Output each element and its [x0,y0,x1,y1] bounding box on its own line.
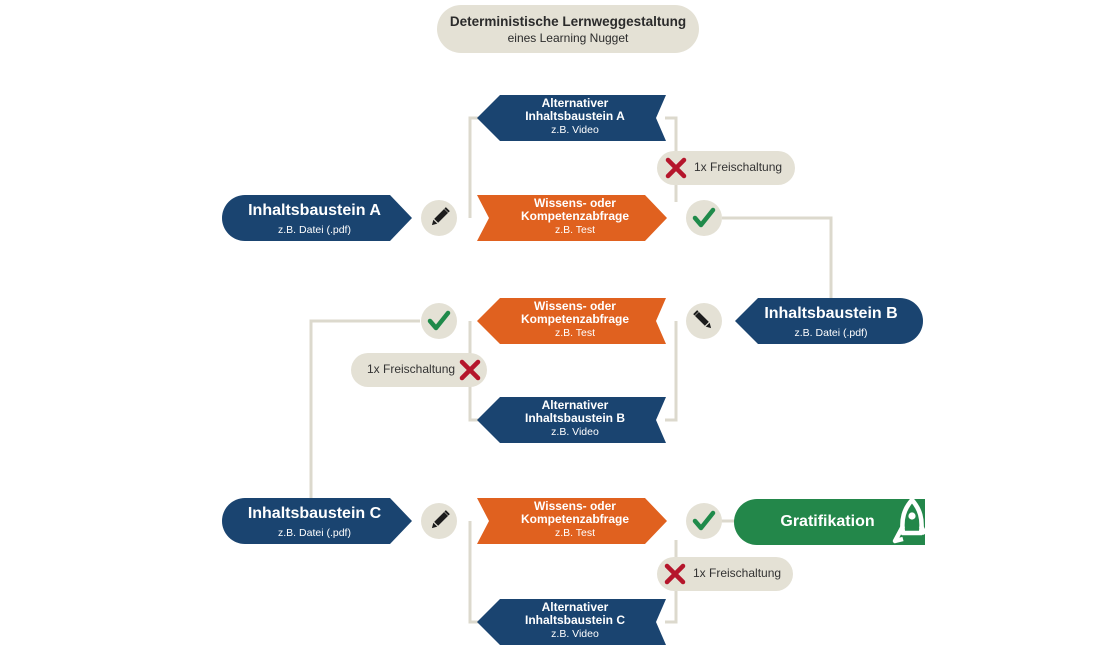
alt-b-line2: Inhaltsbaustein B [524,411,625,426]
gratifikation-shape [734,499,925,545]
inhalt-a-label: Inhaltsbaustein A z.B. Datei (.pdf) [232,202,397,237]
test-3-sub: z.B. Test [554,526,596,539]
unlock-pill-a [657,151,795,185]
inhalt-b-title: Inhaltsbaustein B [764,305,898,322]
unlock-label-c: 1x Freischaltung [693,566,782,580]
unlock-label-a: 1x Freischaltung [694,160,783,174]
pencil-icon-3 [421,503,457,539]
title-line-1: Deterministische Lernweggestaltung [449,14,687,29]
test-3-line2: Kompetenzabfrage [520,512,630,527]
title-line-2: eines Learning Nugget [507,31,629,45]
alt-a-label: Alternativer Inhaltsbaustein A z.B. Vide… [490,96,660,137]
inhalt-c-shape [222,498,412,544]
inhalt-b-sub: z.B. Datei (.pdf) [794,326,868,339]
inhalt-c-sub: z.B. Datei (.pdf) [278,526,351,539]
checkmark-icon-3 [686,503,722,539]
alt-b-line1: Alternativer [541,398,609,412]
inhalt-a-sub: z.B. Datei (.pdf) [278,223,351,236]
test-3-shape [477,498,667,544]
test-2-line2: Kompetenzabfrage [520,312,630,327]
unlock-pill-c [657,557,793,591]
alt-a-line2: Inhaltsbaustein A [525,109,625,124]
alt-b-label: Alternativer Inhaltsbaustein B z.B. Vide… [490,398,660,439]
test-2-label: Wissens- oder Kompetenzabfrage z.B. Test [490,299,660,340]
alt-c-line2: Inhaltsbaustein C [524,613,625,628]
inhalt-b-shape [735,298,923,344]
inhalt-a-shape [222,195,412,241]
test-1-line1: Wissens- oder [534,196,616,210]
rocket-icon [892,497,928,544]
cross-icon-2 [459,359,481,381]
inhalt-c-label: Inhaltsbaustein C z.B. Datei (.pdf) [232,505,397,540]
test-2-sub: z.B. Test [554,326,596,339]
inhalt-b-label: Inhaltsbaustein B z.B. Datei (.pdf) [750,305,912,340]
cross-icon-1 [665,157,687,179]
unlock-pill-b [351,353,487,387]
checkmark-icon-1 [686,200,722,236]
checkmark-icon-2 [421,303,457,339]
test-3-line1: Wissens- oder [534,499,616,513]
pencil-icon-2 [686,303,722,339]
alt-a-sub: z.B. Video [551,123,599,136]
alt-c-shape [477,599,666,645]
test-2-line1: Wissens- oder [534,299,616,313]
alt-c-label: Alternativer Inhaltsbaustein C z.B. Vide… [490,600,660,641]
connector-lines [309,116,833,624]
alt-c-line1: Alternativer [541,600,609,614]
test-1-line2: Kompetenzabfrage [520,209,630,224]
inhalt-c-title: Inhaltsbaustein C [247,505,382,522]
test-3-label: Wissens- oder Kompetenzabfrage z.B. Test [490,499,660,540]
cross-icon-3 [664,563,686,585]
test-1-sub: z.B. Test [554,223,596,236]
test-1-label: Wissens- oder Kompetenzabfrage z.B. Test [490,196,660,237]
alt-b-shape [477,397,666,443]
unlock-label-b: 1x Freischaltung [367,362,456,376]
diagram-title: Deterministische Lernweggestaltung eines… [437,5,699,53]
alt-b-sub: z.B. Video [551,425,599,438]
test-1-shape [477,195,667,241]
alt-a-line1: Alternativer [541,96,609,110]
alt-a-shape [477,95,666,141]
inhalt-a-title: Inhaltsbaustein A [248,202,381,219]
test-2-shape [477,298,666,344]
alt-c-sub: z.B. Video [551,627,599,640]
pencil-icon-1 [421,200,457,236]
gratifikation-label: Gratifikation [780,513,875,530]
